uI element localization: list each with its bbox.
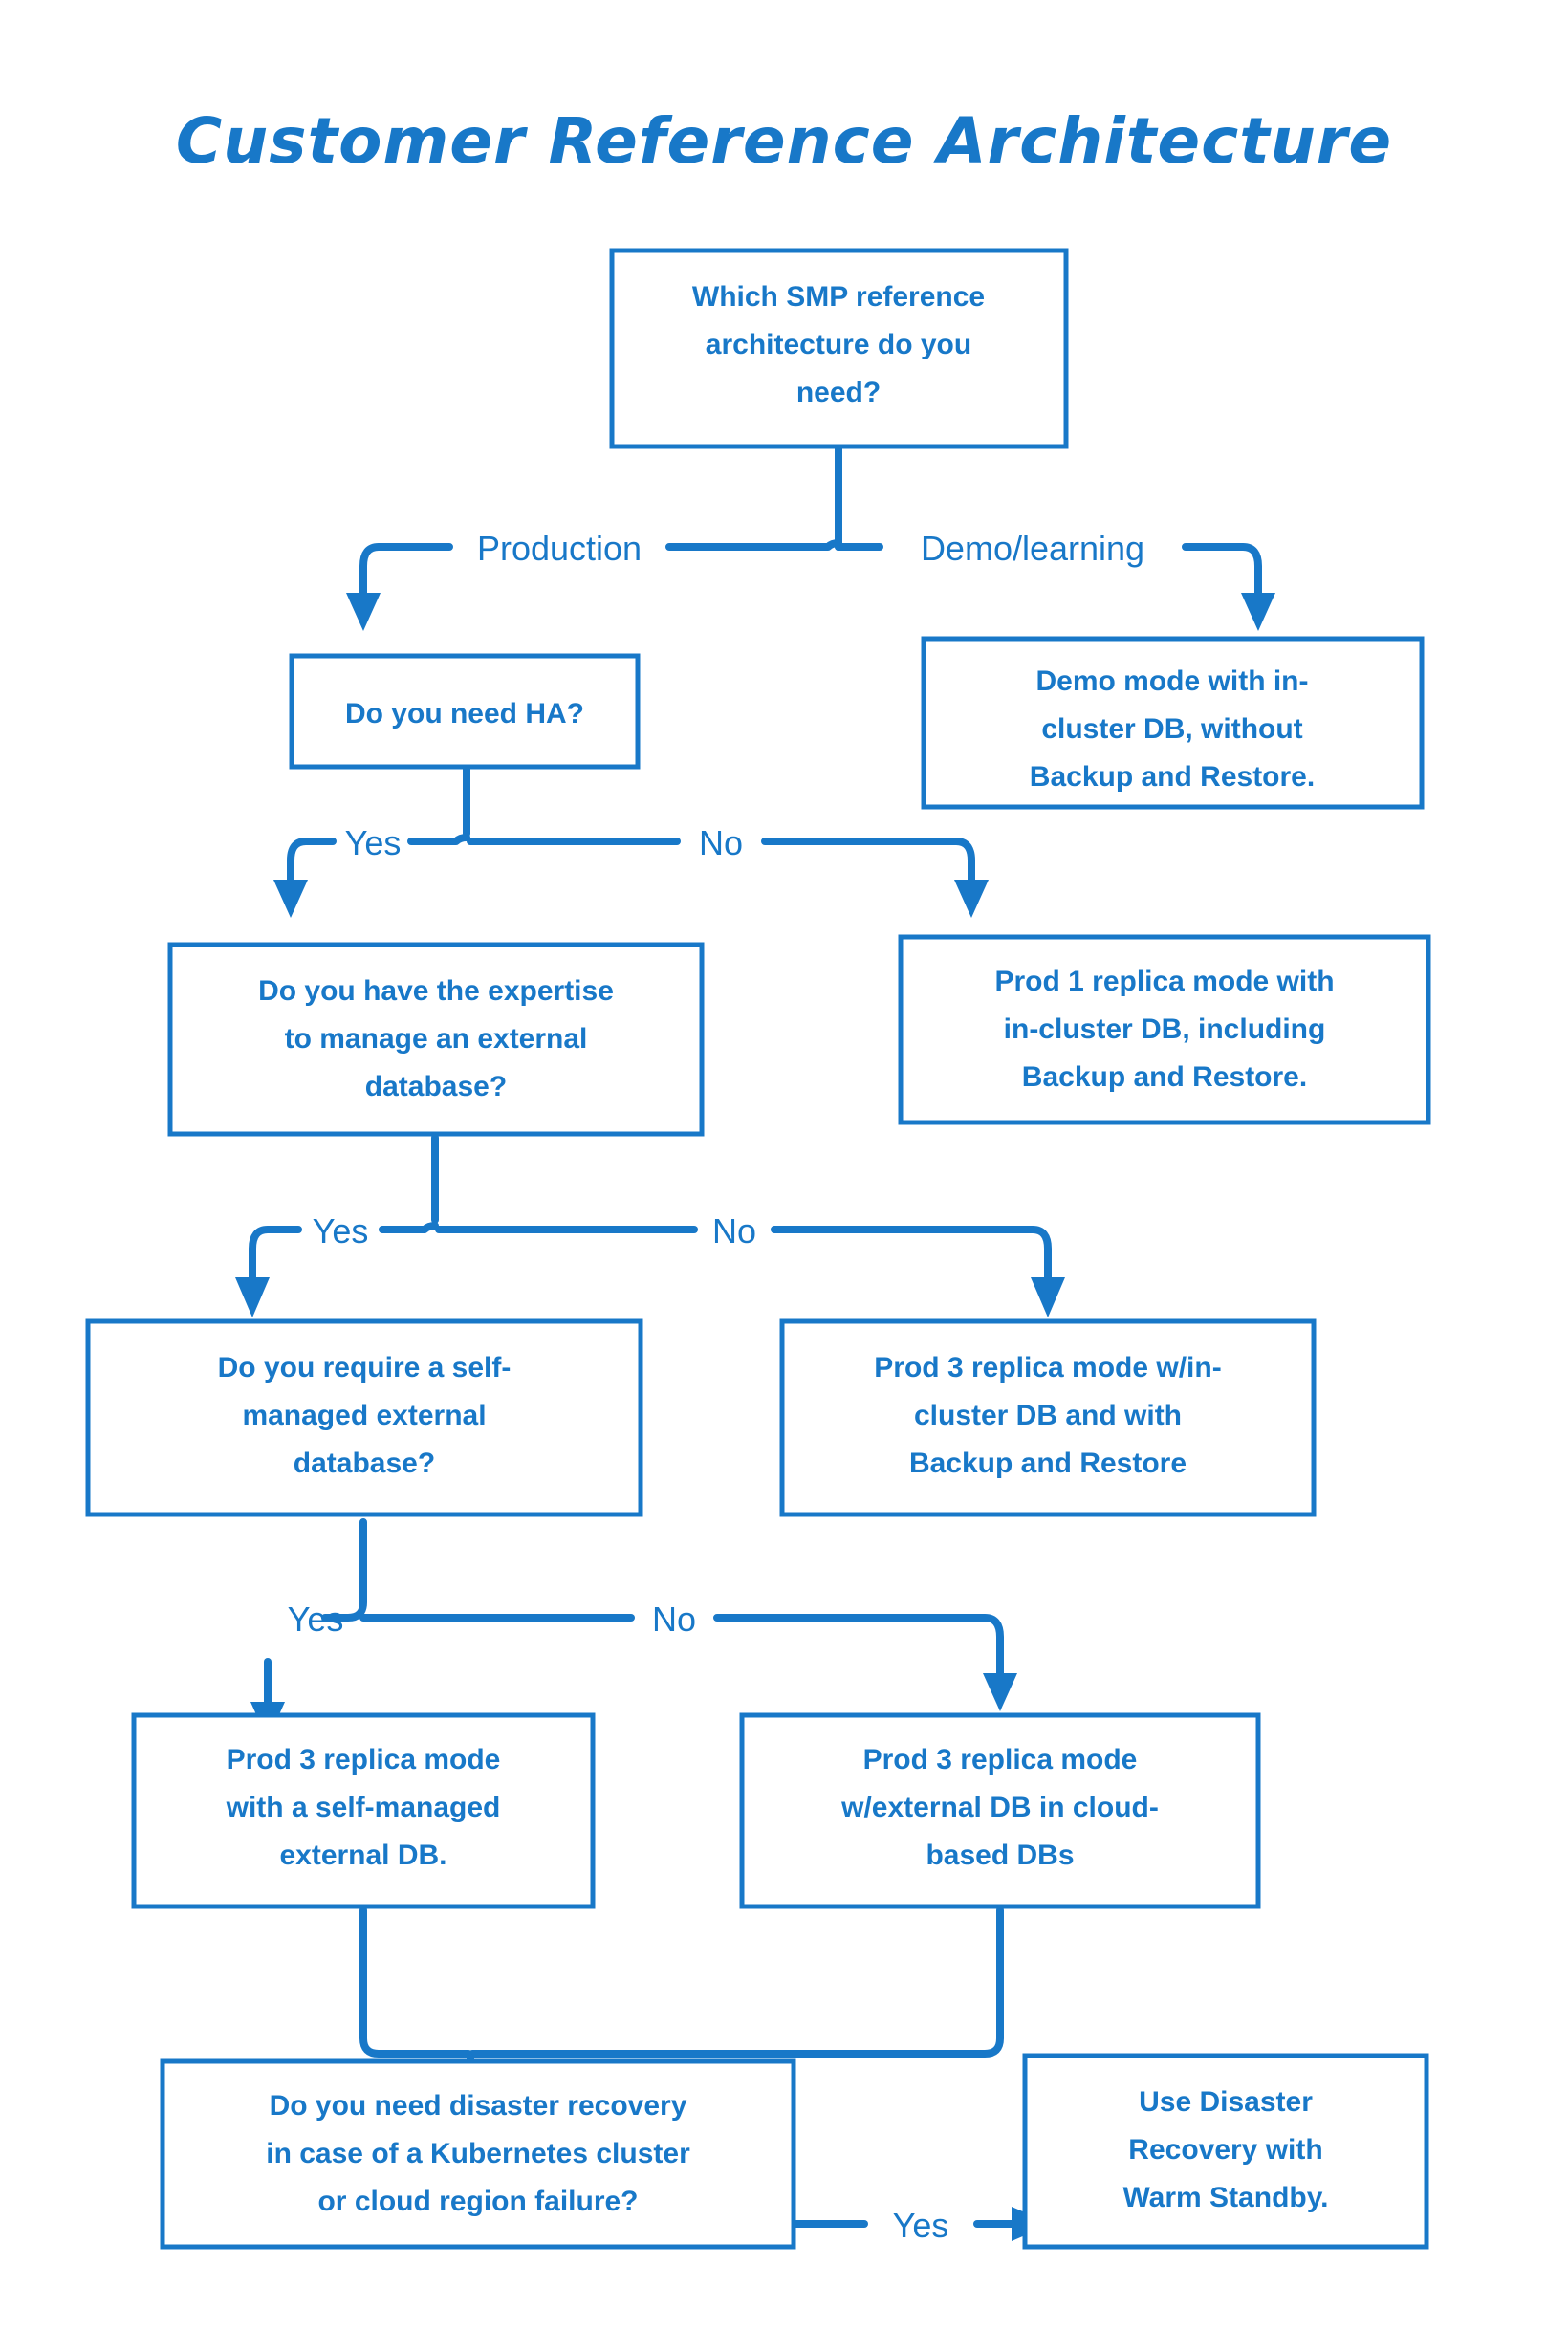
node-prod-3-replica-cloud-db[interactable]: Prod 3 replica mode w/external DB in clo… <box>739 1712 1261 1909</box>
arrowhead-q2-to-q3 <box>273 880 308 918</box>
node-prod-1-replica-mode[interactable]: Prod 1 replica mode with in-cluster DB, … <box>898 934 1431 1125</box>
node-r2-line2: in-cluster DB, including <box>1004 1013 1326 1045</box>
arrowhead-q2-to-r2 <box>954 880 989 918</box>
connector-r5-to-merge <box>468 1906 1004 2058</box>
connector-q2-to-r2 <box>761 838 975 888</box>
node-box-r1[interactable] <box>921 636 1425 810</box>
node-do-you-require-self-managed-db[interactable]: Do you require a self- managed external … <box>85 1318 643 1517</box>
node-q1-line1: Which SMP reference <box>692 281 985 313</box>
node-do-you-need-ha[interactable]: Do you need HA? <box>289 653 641 770</box>
node-q3-line3: database? <box>365 1071 507 1102</box>
node-r4-line2: with a self-managed <box>226 1792 501 1823</box>
node-q1-line2: architecture do you <box>706 329 971 360</box>
node-q5-line2: in case of a Kubernetes cluster <box>266 2138 690 2169</box>
node-box-q1[interactable] <box>609 248 1069 449</box>
node-q2-line1: Do you need HA? <box>345 698 584 729</box>
node-r6-line2: Recovery with <box>1128 2134 1322 2166</box>
node-q3-line1: Do you have the expertise <box>258 975 614 1007</box>
node-q5-line1: Do you need disaster recovery <box>270 2090 687 2122</box>
connector-q4-to-r5 <box>713 1614 1004 1682</box>
edge-label-expertise-yes: Yes <box>313 1211 369 1251</box>
arrowhead-q1-to-r1 <box>1241 593 1275 631</box>
connector-q1-to-q2 <box>359 543 453 601</box>
edge-label-ha-yes: Yes <box>345 823 402 862</box>
arrowhead-q3-to-r3 <box>1031 1277 1065 1317</box>
node-q4-line2: managed external <box>242 1400 486 1431</box>
node-q4-line1: Do you require a self- <box>218 1352 512 1383</box>
connector-q1-left-bar <box>665 539 842 551</box>
connector-q1-to-r1 <box>1182 543 1262 601</box>
node-r2-line1: Prod 1 replica mode with <box>994 966 1334 997</box>
node-box-q3[interactable] <box>167 942 705 1137</box>
node-r5-line2: w/external DB in cloud- <box>840 1792 1159 1823</box>
node-box-q2[interactable] <box>289 653 641 770</box>
node-r1-line3: Backup and Restore. <box>1030 761 1315 793</box>
node-prod-3-replica-self-managed[interactable]: Prod 3 replica mode with a self-managed … <box>131 1712 596 1909</box>
node-box-r4[interactable] <box>131 1712 596 1909</box>
node-r1-line2: cluster DB, without <box>1041 713 1302 745</box>
connector-q2-to-q3 <box>287 838 337 888</box>
node-r6-line3: Warm Standby. <box>1122 2182 1328 2213</box>
node-r3-line1: Prod 3 replica mode w/in- <box>874 1352 1221 1383</box>
node-box-r3[interactable] <box>779 1318 1317 1517</box>
node-r6-line1: Use Disaster <box>1139 2086 1313 2118</box>
node-r1-line1: Demo mode with in- <box>1036 665 1309 697</box>
connector-q3-to-q4 <box>249 1226 302 1285</box>
node-box-r6[interactable] <box>1022 2053 1429 2250</box>
node-r3-line2: cluster DB and with <box>914 1400 1182 1431</box>
edge-label-expertise-no: No <box>712 1211 756 1251</box>
connector-q4-stem <box>321 1518 367 1622</box>
connector-q3-left-bar <box>379 1222 439 1233</box>
node-q1-line3: need? <box>796 377 881 408</box>
node-r3-line3: Backup and Restore <box>909 1448 1187 1479</box>
node-which-smp-reference-architecture[interactable]: Which SMP reference architecture do you … <box>609 248 1069 449</box>
arrowhead-q1-to-q2 <box>346 593 381 631</box>
node-r5-line1: Prod 3 replica mode <box>863 1744 1138 1775</box>
edge-label-dr-yes: Yes <box>893 2206 949 2245</box>
connector-r4-to-merge <box>359 1906 472 2058</box>
node-prod-3-replica-in-cluster[interactable]: Prod 3 replica mode w/in- cluster DB and… <box>779 1318 1317 1517</box>
node-r2-line3: Backup and Restore. <box>1022 1061 1307 1093</box>
node-use-disaster-recovery-warm-standby[interactable]: Use Disaster Recovery with Warm Standby. <box>1022 2053 1429 2250</box>
edge-label-demo-learning: Demo/learning <box>921 529 1144 568</box>
node-r5-line3: based DBs <box>926 1840 1074 1871</box>
node-demo-mode-in-cluster-db[interactable]: Demo mode with in- cluster DB, without B… <box>921 636 1425 810</box>
arrowhead-q3-to-q4 <box>235 1277 270 1317</box>
page-title: Customer Reference Architecture <box>176 104 1392 178</box>
connector-q2-left-bar <box>407 834 470 845</box>
node-q4-line3: database? <box>294 1448 435 1479</box>
node-do-you-need-disaster-recovery[interactable]: Do you need disaster recovery in case of… <box>160 2058 796 2250</box>
connector-q3-to-r3 <box>771 1226 1052 1285</box>
node-r4-line1: Prod 3 replica mode <box>227 1744 501 1775</box>
edge-label-selfmanaged-yes: Yes <box>288 1600 344 1639</box>
edge-label-selfmanaged-no: No <box>652 1600 696 1639</box>
edge-label-ha-no: No <box>699 823 743 862</box>
connector-layer <box>235 441 1275 2241</box>
node-do-you-have-expertise[interactable]: Do you have the expertise to manage an e… <box>167 942 705 1137</box>
node-q5-line3: or cloud region failure? <box>317 2186 638 2217</box>
node-r4-line3: external DB. <box>279 1840 446 1871</box>
arrowhead-q4-to-r5 <box>983 1673 1017 1711</box>
edge-label-layer: Production Demo/learning Yes No Yes No Y… <box>288 529 1144 2245</box>
node-box-r2[interactable] <box>898 934 1431 1125</box>
edge-label-production: Production <box>477 529 642 568</box>
node-q3-line2: to manage an external <box>285 1023 588 1055</box>
node-box-q4[interactable] <box>85 1318 643 1517</box>
node-box-r5[interactable] <box>739 1712 1261 1909</box>
node-box-q5[interactable] <box>160 2058 796 2250</box>
